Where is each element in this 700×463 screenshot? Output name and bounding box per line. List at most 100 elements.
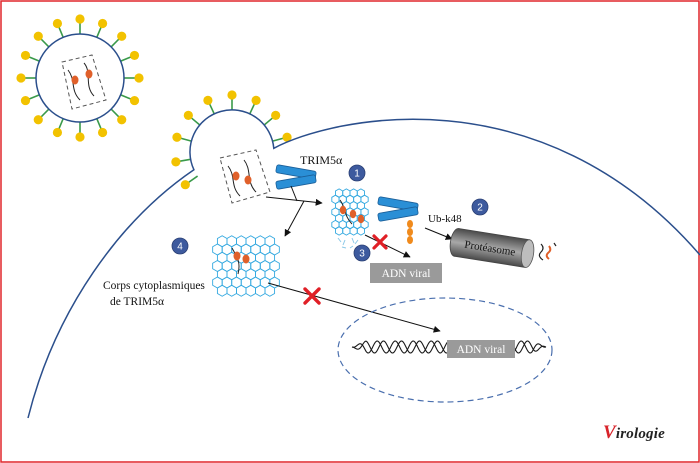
- budding-virus-spike-stem: [272, 137, 284, 142]
- trim5a-ubiquitinated-dimer: [377, 196, 419, 222]
- budding-virus-spike-head: [282, 132, 292, 142]
- free-virus-spike-head: [16, 73, 26, 83]
- proteasome-edge: [458, 228, 530, 241]
- cytoplasmic-bodies-label-line1: Corps cytoplasmiques: [103, 280, 205, 292]
- budding-virus-spike-head: [171, 157, 181, 167]
- trim5a-monomer: [275, 164, 317, 180]
- capsid-small-rna-dot: [357, 214, 365, 224]
- ubiquitin-unit: [407, 228, 413, 236]
- fragment-black: [538, 243, 544, 261]
- step-badge-number: 1: [354, 169, 360, 180]
- viral-dna-label: ADN viral: [457, 344, 506, 356]
- entering-capsid: [219, 149, 271, 204]
- free-virus-spike-stem: [58, 118, 64, 130]
- capsid-small-rna-dot: [349, 209, 357, 219]
- budding-virus-spike-stem: [188, 175, 199, 184]
- free-virus: [16, 14, 144, 142]
- ubiquitin-chain: [407, 220, 413, 244]
- cytoplasmic-body-lattice: [212, 235, 280, 297]
- budding-virus-spike-head: [271, 110, 281, 120]
- cross-stroke: [303, 287, 321, 305]
- capsid-small-hexagon: [356, 226, 365, 236]
- proteasome-edge: [454, 255, 526, 268]
- cytoplasmic-body-hexagon: [264, 284, 276, 297]
- step-badge-1: 1: [348, 164, 366, 182]
- budding-virus-spike-head: [183, 110, 193, 120]
- free-virus-spike-stem: [28, 56, 40, 62]
- cell-membrane: [27, 109, 700, 419]
- viral-dna-box-bg: [447, 340, 515, 358]
- viral-dna-box-bg: [370, 263, 442, 283]
- free-virus-rna-strand: [83, 62, 95, 97]
- free-virus-capsid: [61, 54, 107, 110]
- arrow-to-viral-dna-cytoplasm: [364, 234, 411, 258]
- free-virus-spike-head: [97, 18, 108, 29]
- trim5a-label: TRIM5α: [300, 153, 343, 167]
- capsid-small-rna-dot: [339, 205, 347, 215]
- viral-dna-label: ADN viral: [382, 268, 431, 280]
- step-badge-circle: [348, 164, 366, 182]
- free-virus-spike-head: [134, 73, 144, 83]
- free-virus-spike-stem: [120, 56, 132, 62]
- trim5a-connector-line: [290, 185, 298, 202]
- arrow-to-nucleus: [267, 282, 441, 333]
- viral-dna-box-nucleus: ADN viral: [447, 340, 515, 358]
- free-virus-spike-head: [20, 50, 31, 61]
- nucleus-envelope: [337, 297, 553, 403]
- budding-virus-spikes: [171, 90, 292, 190]
- arrow-to-capsid-recognition: [265, 196, 323, 206]
- free-virus-spike-head: [117, 115, 127, 125]
- free-virus-spike-head: [75, 132, 85, 142]
- step-badge-number: 2: [477, 203, 483, 214]
- step-badge-number: 3: [359, 249, 365, 260]
- fragment-red: [545, 245, 552, 260]
- free-virus-spike-head: [33, 115, 43, 125]
- free-virus-spike-stem: [110, 108, 120, 118]
- free-virus-spike-stem: [96, 118, 102, 130]
- capsid-small-contents: [337, 199, 365, 249]
- cytoplasmic-bodies-label-line2: de TRIM5α: [110, 296, 164, 308]
- free-virus-spike-stem: [40, 108, 50, 118]
- free-virus-spike-stem: [96, 26, 102, 38]
- entering-capsid-rna-dot: [244, 175, 252, 185]
- arrow-to-cytoplasmic-bodies: [284, 200, 305, 237]
- free-virus-rna-dot: [71, 75, 79, 85]
- proteasome-right-face: [520, 239, 535, 268]
- free-virus-spike-head: [97, 127, 108, 138]
- entering-capsid-rna-strand: [227, 165, 241, 197]
- cytoplasmic-body-rna-dot: [233, 251, 241, 261]
- free-virus-spike-stem: [40, 38, 50, 48]
- free-virus-spike-head: [52, 18, 63, 29]
- cross-stroke: [372, 234, 388, 250]
- budding-virus-spike-head: [172, 132, 182, 142]
- ubiquitin-unit: [407, 236, 413, 244]
- free-virus-spike-stem: [120, 94, 132, 100]
- budding-virus-spike-stem: [190, 117, 201, 126]
- free-virus-spike-stem: [58, 26, 64, 38]
- trim5a-monomer: [275, 174, 317, 190]
- proteasome-body: [454, 228, 530, 268]
- free-virus-spike-head: [129, 95, 140, 106]
- block-cross-3: [372, 234, 388, 250]
- viral-dna-box-cytoplasm: ADN viral: [370, 263, 442, 283]
- cytoplasmic-body-rna-dot: [242, 254, 250, 264]
- ubiquitin-unit: [407, 220, 413, 228]
- trim5a-monomer: [377, 196, 419, 212]
- trim5a-dimer: [275, 164, 317, 190]
- budding-virus-spike-stem: [179, 158, 191, 162]
- capsid-debris: [337, 237, 359, 249]
- free-virus-spike-head: [20, 95, 31, 106]
- cytoplasmic-body-contents: [231, 247, 250, 275]
- free-virus-envelope: [35, 33, 125, 123]
- entering-capsid-rna-dot: [232, 171, 240, 181]
- ub-k48-label: Ub-k48: [428, 213, 462, 225]
- budding-virus-spike-stem: [263, 117, 274, 126]
- budding-virus-spike-head: [203, 95, 213, 105]
- fragment-black: [553, 242, 557, 247]
- free-virus-spike-head: [52, 127, 63, 138]
- budding-virus-spike-head: [227, 90, 237, 100]
- step-badge-number: 4: [177, 242, 183, 253]
- step-badge-4: 4: [171, 237, 189, 255]
